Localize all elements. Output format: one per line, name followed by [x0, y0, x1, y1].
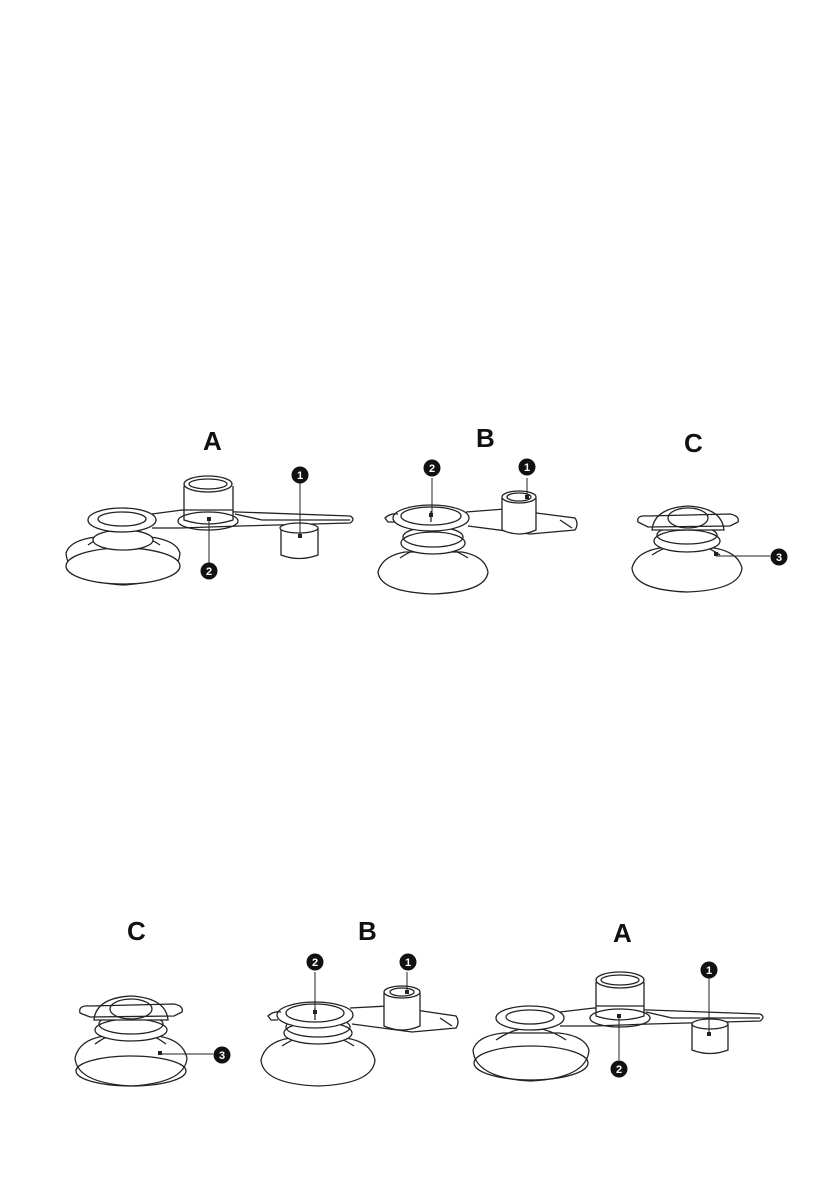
callout-1-number: 1	[706, 965, 712, 977]
assembly-c-bottom	[75, 996, 213, 1086]
callout-2-number: 2	[616, 1064, 622, 1076]
callout-3-number: 3	[776, 552, 782, 564]
assembly-b-bottom	[261, 972, 458, 1086]
assembly-c-top	[632, 506, 770, 592]
callout-1-number: 1	[524, 462, 530, 474]
callout-1-number: 1	[405, 957, 411, 969]
callout-2-number: 2	[312, 957, 318, 969]
callout-2-number: 2	[429, 463, 435, 475]
callout-1-number: 1	[297, 470, 303, 482]
assembly-b-top	[378, 478, 577, 594]
callout-3-number: 3	[219, 1050, 225, 1062]
callout-2-number: 2	[206, 566, 212, 578]
